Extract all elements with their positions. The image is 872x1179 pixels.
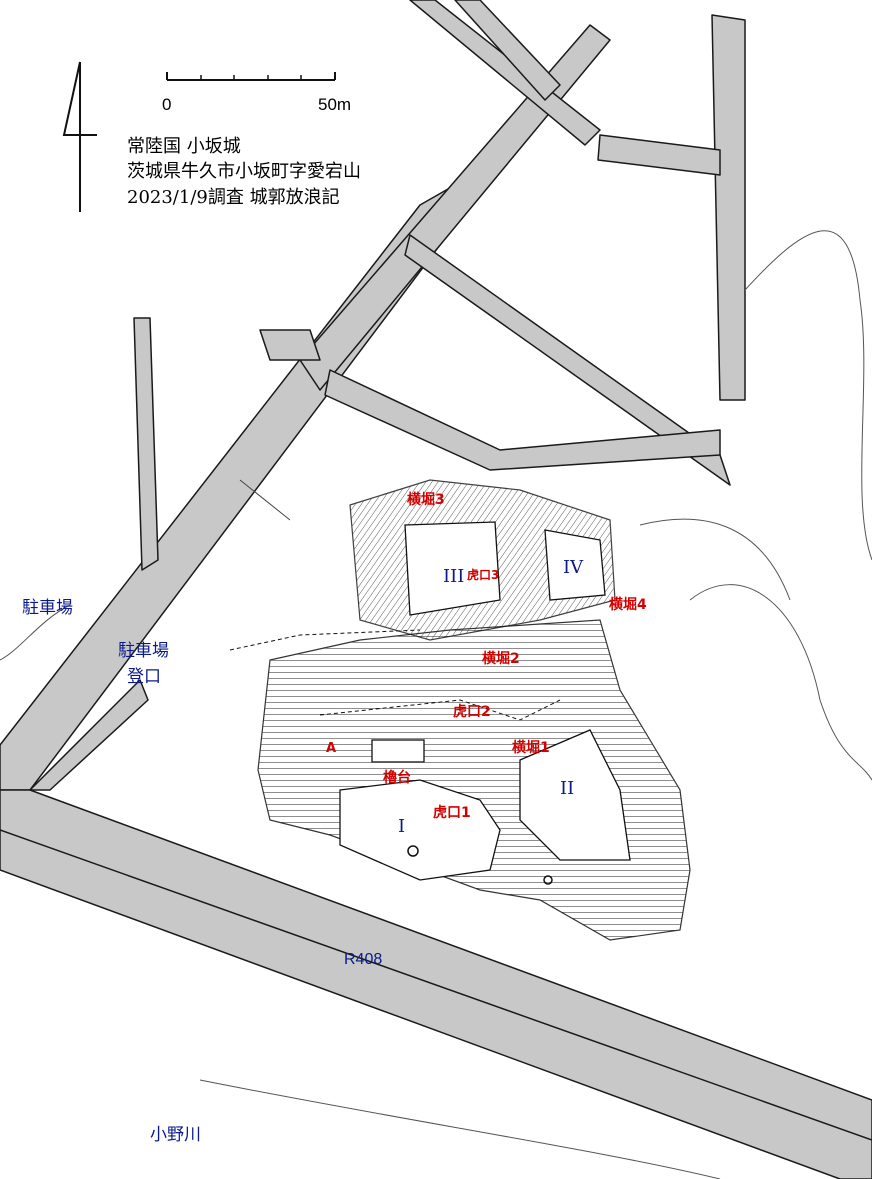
enclosure-i-floor — [339, 779, 501, 881]
scale-bar — [166, 72, 336, 81]
terrain-line-right — [744, 230, 872, 561]
yokobori-1-label: 横堀1 — [512, 740, 550, 756]
inner-ditch — [319, 699, 561, 721]
left-vertical-road — [133, 317, 159, 571]
koguchi-1-label: 虎口1 — [433, 805, 471, 821]
enclosure-iv-floor — [544, 529, 606, 601]
top-branch-road — [409, 0, 601, 146]
road-edge-bottom — [199, 1079, 721, 1179]
north-arrow — [62, 61, 97, 212]
road-r408-label: R408 — [344, 951, 383, 968]
top-branch-road-2 — [454, 0, 561, 101]
outer-dashed-path — [229, 629, 421, 651]
well-symbol — [407, 845, 419, 857]
lower-left-loop — [29, 679, 149, 791]
right-vertical-road — [711, 14, 746, 401]
enclosure-iii-floor — [404, 521, 501, 616]
upper-diagonal-road — [299, 24, 611, 391]
terrain-line-right-3 — [639, 518, 791, 601]
road-edge-diagonal — [239, 479, 291, 521]
enclosure-i-label: I — [398, 816, 406, 837]
terrain-line-right-2 — [689, 584, 872, 781]
enclosure-ii-floor — [519, 729, 631, 861]
outer-slope — [257, 619, 691, 941]
trail-entrance-label: 登口 — [127, 667, 161, 687]
castle-earthworks — [229, 479, 691, 941]
enclosure-iv-label: IV — [563, 557, 584, 578]
map-location: 茨城県牛久市小坂町字愛宕山 — [127, 161, 361, 182]
scale-end-label: 50m — [318, 95, 352, 114]
enclosure-ii-label: II — [560, 778, 575, 799]
koguchi-2-label: 虎口2 — [453, 704, 491, 720]
middle-road — [324, 369, 721, 471]
enclosure-iii-label: III — [443, 566, 465, 587]
right-diagonal-road — [404, 234, 731, 486]
yokobori-3-label: 横堀3 — [407, 492, 445, 508]
map-title: 常陸国 小坂城 — [127, 136, 241, 157]
well-symbol-2 — [543, 875, 553, 885]
yokobori-2-label: 横堀2 — [482, 651, 520, 667]
river-label: 小野川 — [150, 1125, 201, 1145]
right-connector-road — [597, 134, 721, 176]
map-survey-note: 2023/1/9調査 城郭放浪記 — [127, 187, 340, 208]
r408-road-lower — [0, 829, 872, 1179]
left-side-branch — [259, 329, 321, 361]
parking-center-label: 駐車場 — [118, 641, 169, 661]
koguchi-3-label: 虎口3 — [467, 568, 500, 582]
yokobori-4-label: 横堀4 — [609, 597, 647, 613]
parking-left-label: 駐車場 — [22, 598, 73, 618]
point-a-label: A — [326, 741, 337, 756]
scale-start-label: 0 — [162, 95, 172, 114]
river-line — [0, 604, 71, 661]
yagura-label: 櫓台 — [383, 770, 411, 786]
yagura-platform — [371, 739, 425, 763]
